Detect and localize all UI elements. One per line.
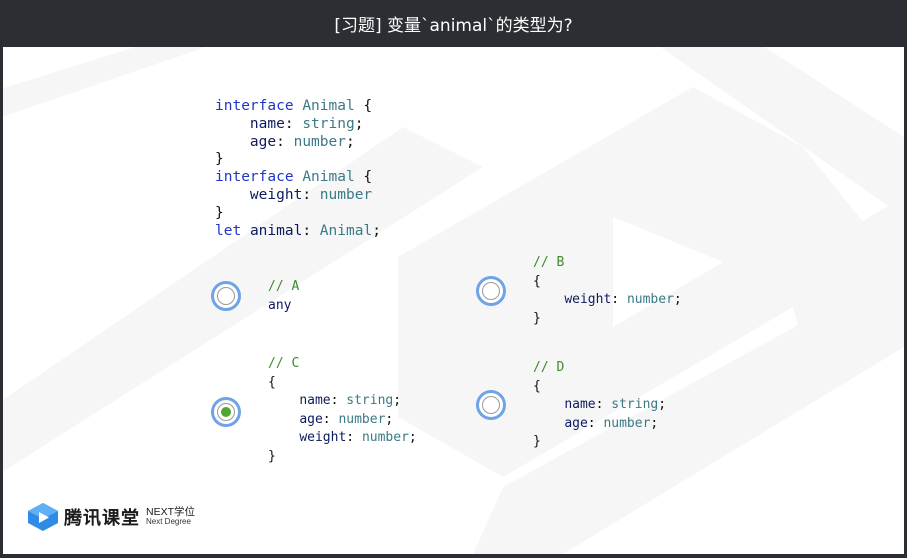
radio-inner (482, 396, 500, 414)
option-a-code: // A any (268, 279, 300, 313)
code-line-7: } (215, 204, 224, 221)
play-cube-icon (28, 503, 58, 531)
option-d-radio[interactable] (476, 390, 506, 420)
option-b-radio[interactable] (476, 276, 506, 306)
radio-inner (482, 282, 500, 300)
code-line-3: age: number; (249, 133, 355, 150)
option-d-code: // D { name: string; age: number; } (533, 360, 667, 450)
code-line-2: name: string; (249, 115, 364, 132)
code-line-5: interface Animal { (215, 169, 373, 186)
logo-subtitle: NEXT学位 Next Degree (146, 506, 196, 526)
question-title: [习题] 变量`animal`的类型为? (334, 16, 573, 36)
logo-name: 腾讯课堂 (64, 508, 140, 529)
option-a-radio[interactable] (211, 281, 241, 311)
background-watermark (3, 47, 904, 554)
code-line-6: weight: number (249, 186, 373, 203)
option-c-code: // C { name: string; age: number; weight… (268, 356, 417, 464)
option-b-code: // B { weight: number; } (533, 255, 682, 326)
radio-inner (217, 403, 235, 421)
tencent-classroom-logo: 腾讯课堂 NEXT学位 Next Degree (27, 502, 195, 532)
radio-selected-dot (221, 407, 231, 417)
title-bar: [习题] 变量`animal`的类型为? (0, 0, 907, 47)
code-line-1: interface Animal { (215, 98, 373, 114)
code-line-4: } (215, 151, 224, 168)
slide-canvas: interface Animal { name: string; age: nu… (3, 47, 904, 554)
option-c-radio[interactable] (211, 397, 241, 427)
code-line-8: let animal: Animal; (215, 222, 381, 239)
radio-inner (217, 287, 235, 305)
code-block: interface Animal { name: string; age: nu… (215, 98, 381, 240)
